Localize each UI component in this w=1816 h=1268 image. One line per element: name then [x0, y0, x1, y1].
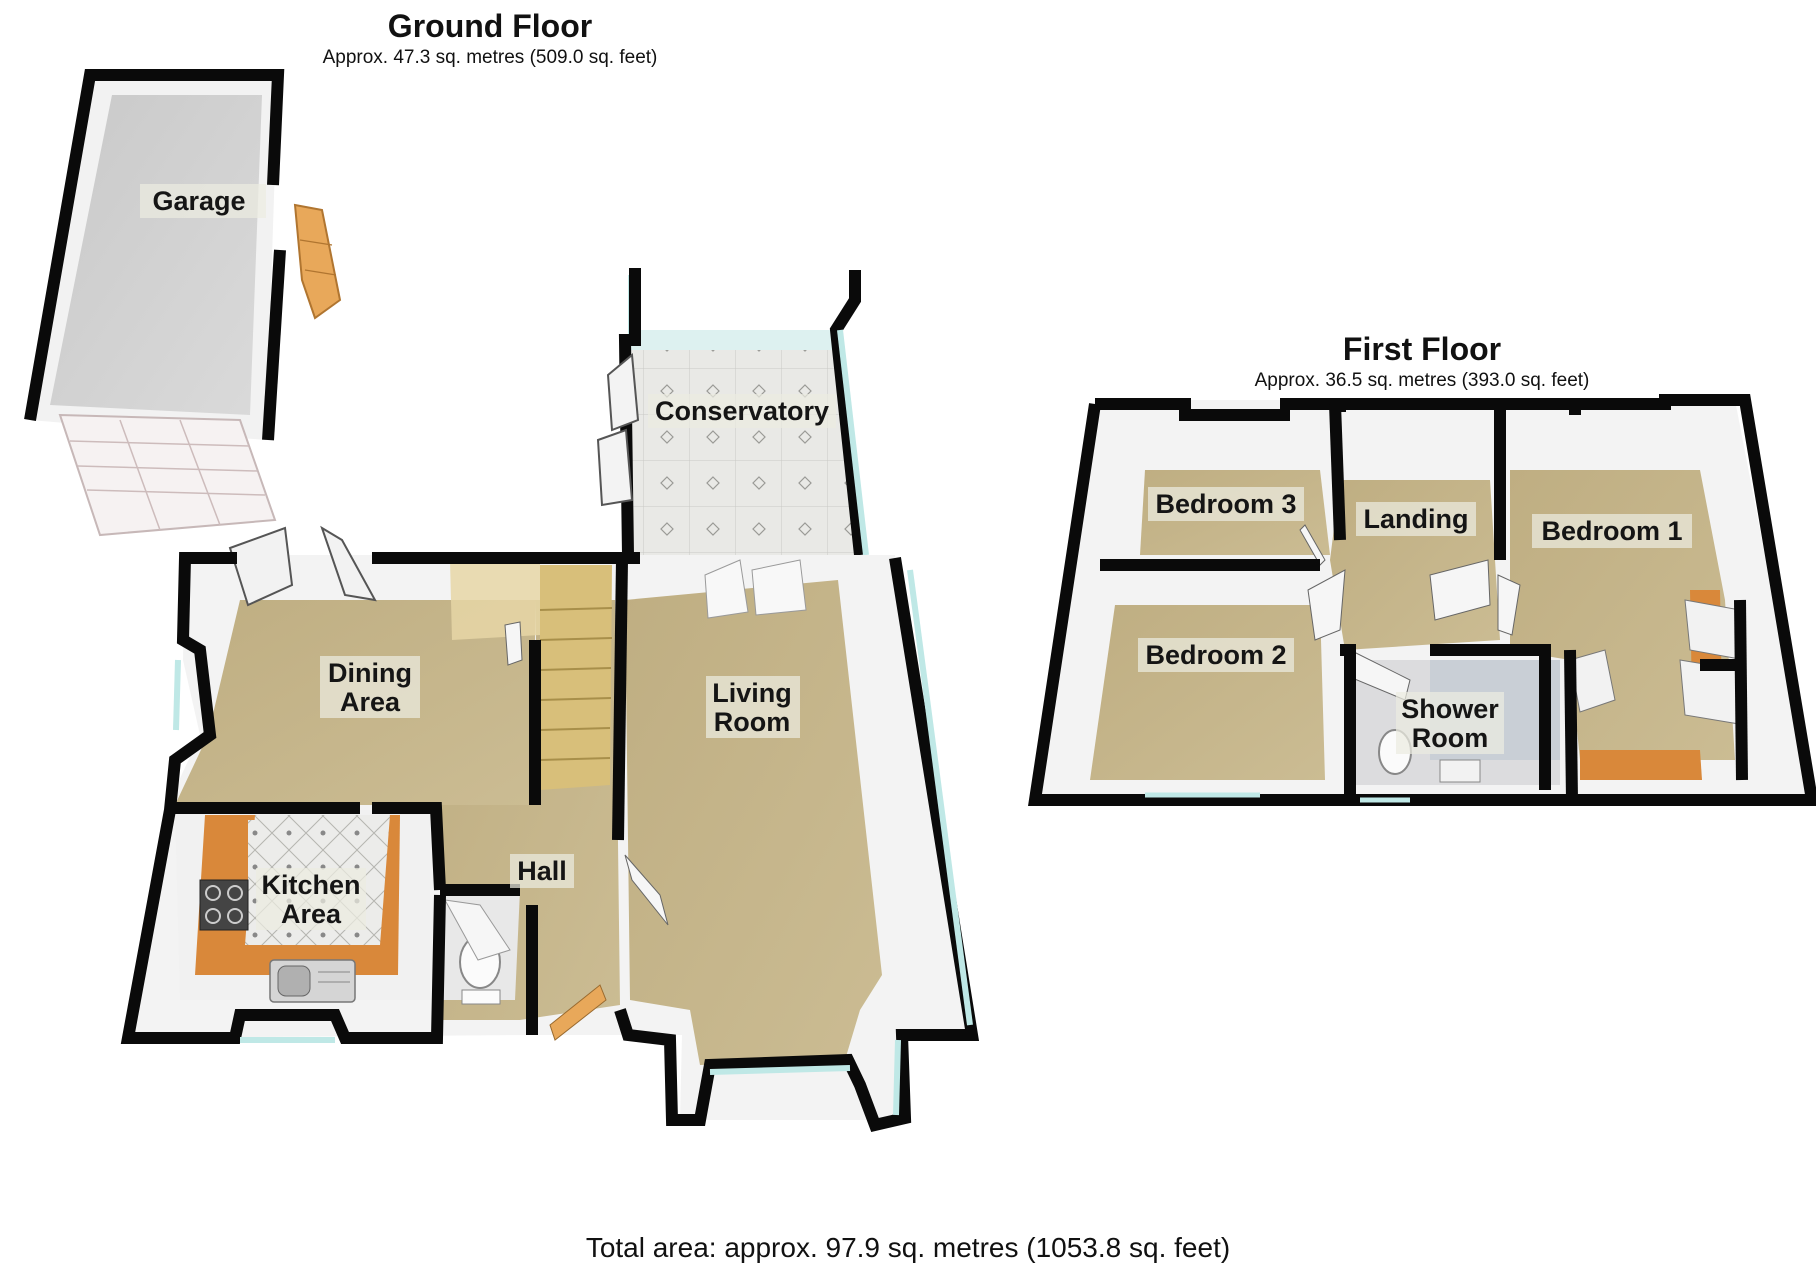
- conservatory-right-wall: [829, 270, 866, 556]
- label-bedroom-1: Bedroom 1: [1541, 516, 1682, 546]
- garage: [24, 69, 342, 537]
- label-living-2: Room: [714, 707, 791, 737]
- first-floor-walls: [1028, 394, 1816, 806]
- label-dining-1: Dining: [328, 658, 412, 688]
- cloakroom: [440, 890, 520, 1005]
- label-conservatory: Conservatory: [655, 396, 829, 426]
- ground-floor-main: [120, 525, 980, 1133]
- label-living-1: Living: [712, 678, 792, 708]
- ground-floor-walls: [120, 552, 980, 1133]
- first-floor-windows: [1145, 792, 1410, 803]
- label-kitchen-1: Kitchen: [261, 870, 360, 900]
- garage-side-wall: [262, 249, 286, 441]
- room-labels: Garage Conservatory Dining Area Living R…: [140, 184, 1692, 930]
- kitchen-hob-icon: [199, 879, 249, 931]
- total-area: Total area: approx. 97.9 sq. metres (105…: [585, 1232, 1231, 1263]
- ground-floor-windows: [173, 569, 973, 1116]
- living-room-door[interactable]: [624, 854, 669, 926]
- conservatory-door-upper[interactable]: [606, 353, 640, 432]
- garage-side-door[interactable]: [293, 203, 342, 320]
- ground-floor-heading: Ground Floor Approx. 47.3 sq. metres (50…: [290, 8, 690, 69]
- conservatory-door-lower[interactable]: [596, 428, 634, 507]
- bedroom-1-door[interactable]: [1429, 559, 1491, 621]
- garage-floor: [50, 95, 262, 415]
- label-shower-2: Room: [1412, 723, 1489, 753]
- first-floor-area: Approx. 36.5 sq. metres (393.0 sq. feet): [1254, 370, 1590, 391]
- conservatory-back-window: [628, 330, 840, 350]
- first-floor-title: First Floor: [1342, 331, 1502, 367]
- conservatory-floor: [630, 340, 860, 555]
- ground-floor-title: Ground Floor: [387, 8, 593, 44]
- dining-patio-door-right[interactable]: [320, 525, 377, 602]
- label-landing: Landing: [1364, 504, 1469, 534]
- kitchen-sink-icon: [269, 959, 356, 1003]
- label-bedroom-3: Bedroom 3: [1155, 489, 1296, 519]
- conservatory: [596, 268, 869, 556]
- label-shower-1: Shower: [1401, 694, 1499, 724]
- garage-door[interactable]: [58, 413, 277, 537]
- living-room-floor: [625, 580, 882, 1065]
- bedroom-2-floor: [1090, 605, 1325, 780]
- shower-room-cupboard-door[interactable]: [1569, 649, 1616, 713]
- ground-floor-area: Approx. 47.3 sq. metres (509.0 sq. feet): [322, 47, 658, 68]
- garage-door-panels: [69, 419, 266, 531]
- label-kitchen-2: Area: [281, 899, 342, 929]
- first-floor-heading: First Floor Approx. 36.5 sq. metres (393…: [1222, 331, 1622, 392]
- label-garage: Garage: [152, 186, 245, 216]
- label-bedroom-2: Bedroom 2: [1145, 640, 1286, 670]
- front-door[interactable]: [549, 984, 607, 1041]
- shower-basin-icon: [1439, 759, 1481, 783]
- label-dining-2: Area: [340, 687, 401, 717]
- staircase: [450, 560, 613, 790]
- dining-patio-door-left[interactable]: [228, 526, 294, 607]
- garage-outer-wall: [24, 69, 285, 422]
- bedroom-1-wardrobe-floor: [1580, 750, 1702, 780]
- bedroom-2-door[interactable]: [1307, 569, 1346, 641]
- label-hall: Hall: [517, 856, 567, 886]
- stairs-door[interactable]: [504, 621, 523, 666]
